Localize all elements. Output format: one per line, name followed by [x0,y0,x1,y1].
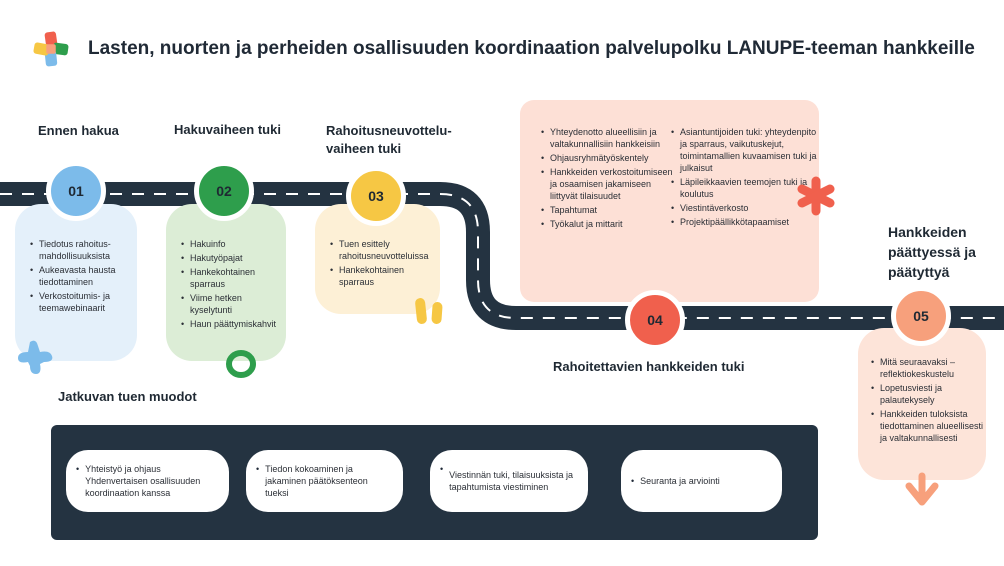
stage-01-title: Ennen hakua [38,123,119,138]
stage-03-title: Rahoitusneuvottelu-vaiheen tuki [326,123,452,156]
stage-05-title: Hankkeiden päättyessä ja päätyttyä [888,224,976,280]
list-item: Haun päättymiskahvit [181,318,286,330]
continuing-item-text: Seuranta ja arviointi [640,476,720,486]
yellow-bars-decoration-icon [415,298,443,324]
list-item: Työkalut ja mittarit [541,218,680,230]
stage-04-card: Yhteydenotto alueellisiin ja valtakunnal… [520,100,819,302]
stage-02-card: Hakuinfo Hakutyöpajat Hankekohtainen spa… [166,204,286,361]
list-item: Ohjausryhmätyöskentely [541,152,680,164]
list-item: Hankkeiden verkostoitumiseen ja osaamise… [541,166,680,202]
bullet: • [256,464,260,474]
stage-05-list: Mitä seuraavaksi – reflektiokeskustelu L… [862,356,986,444]
stage-03-list: Tuen esittely rahoitusneuvotteluissa Han… [321,238,440,288]
bullet: • [631,476,635,486]
stage-01-card: Tiedotus rahoitus-mahdollisuuksista Auke… [15,204,137,361]
red-asterisk-decoration-icon [797,176,835,216]
list-item: Tiedotus rahoitus-mahdollisuuksista [30,238,137,262]
list-item: Projektipäällikkötapaamiset [671,216,820,228]
list-item: Hankekohtainen sparraus [181,266,286,290]
stage-01-number: 01 [46,161,106,221]
bullet: • [76,464,80,474]
stage-02-title: Hakuvaiheen tuki [174,122,281,137]
green-ring-decoration-icon [226,350,256,378]
list-item: Hakuinfo [181,238,286,250]
stage-02-list: Hakuinfo Hakutyöpajat Hankekohtainen spa… [172,238,286,330]
list-item: Verkostoitumis- ja teemawebinaarit [30,290,137,314]
lanupe-logo-icon [33,31,69,67]
continuing-item: • Seuranta ja arviointi [621,450,782,512]
stage-04-number: 04 [625,290,685,350]
continuing-support-heading: Jatkuvan tuen muodot [58,389,197,404]
stage-03-number: 03 [346,166,406,226]
stage-04-title: Rahoitettavien hankkeiden tuki [553,359,745,374]
list-item: Mitä seuraavaksi – reflektiokeskustelu [871,356,986,380]
orange-arrow-decoration-icon [905,472,939,506]
list-item: Tuen esittely rahoitusneuvotteluissa [330,238,440,262]
stage-04-list-left: Yhteydenotto alueellisiin ja valtakunnal… [532,126,680,232]
list-item: Lopetusviesti ja palautekysely [871,382,986,406]
list-item: Aukeavasta hausta tiedottaminen [30,264,137,288]
bullet: • [440,464,444,474]
stage-05-card: Mitä seuraavaksi – reflektiokeskustelu L… [858,328,986,480]
list-item: Hankekohtainen sparraus [330,264,440,288]
continuing-item-text: Viestinnän tuki, tilaisuuksista ja tapah… [449,470,574,492]
continuing-item: • Viestinnän tuki, tilaisuuksista ja tap… [430,450,588,512]
stage-05-number: 05 [891,286,951,346]
list-item: Asiantuntijoiden tuki: yhteydenpito ja s… [671,126,820,174]
continuing-item-text: Tiedon kokoaminen ja jakaminen päätöksen… [265,464,368,498]
continuing-item-text: Yhteistyö ja ohjaus Yhdenvertaisen osall… [85,464,201,498]
stage-02-number: 02 [194,161,254,221]
list-item: Hankkeiden tuloksista tiedottaminen alue… [871,408,986,444]
stage-01-list: Tiedotus rahoitus-mahdollisuuksista Auke… [21,238,137,314]
list-item: Läpileikkaavien teemojen tuki ja koulutu… [671,176,820,200]
list-item: Yhteydenotto alueellisiin ja valtakunnal… [541,126,680,150]
list-item: Hakutyöpajat [181,252,286,264]
list-item: Viestintäverkosto [671,202,820,214]
stage-03-card: Tuen esittely rahoitusneuvotteluissa Han… [315,204,440,314]
continuing-item: • Tiedon kokoaminen ja jakaminen päätöks… [246,450,403,512]
continuing-item: • Yhteistyö ja ohjaus Yhdenvertaisen osa… [66,450,229,512]
stage-04-list-right: Asiantuntijoiden tuki: yhteydenpito ja s… [662,126,820,230]
page-title: Lasten, nuorten ja perheiden osallisuude… [88,38,975,59]
list-item: Tapahtumat [541,204,680,216]
blue-cross-decoration-icon [18,340,53,374]
list-item: Viime hetken kyselytunti [181,292,286,316]
